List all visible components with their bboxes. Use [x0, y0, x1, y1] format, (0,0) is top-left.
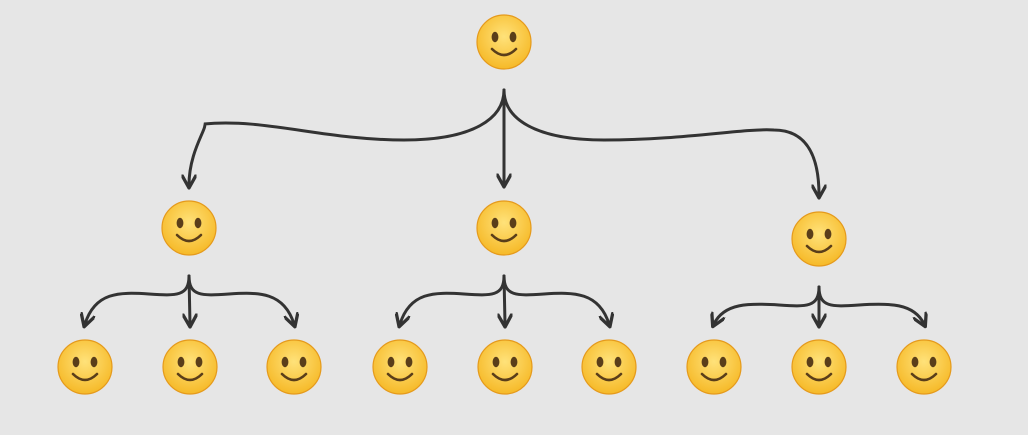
grandchild-node-smiling-face-icon	[162, 339, 218, 395]
grandchild-node-smiling-face-icon	[686, 339, 742, 395]
connector-group	[85, 88, 924, 324]
connector-arrow	[502, 274, 609, 324]
node-group	[57, 14, 952, 395]
connector-arrow	[85, 274, 191, 324]
grandchild-node-smiling-face-icon	[477, 339, 533, 395]
child-node-smiling-face-icon	[161, 200, 217, 256]
connector-arrow	[817, 285, 924, 324]
grandchild-node-smiling-face-icon	[266, 339, 322, 395]
grandchild-node-smiling-face-icon	[791, 339, 847, 395]
connector-arrow	[400, 274, 506, 324]
root-node-smiling-face-icon	[476, 14, 532, 70]
child-node-smiling-face-icon	[791, 211, 847, 267]
grandchild-node-smiling-face-icon	[896, 339, 952, 395]
connector-arrow	[189, 88, 506, 185]
grandchild-node-smiling-face-icon	[581, 339, 637, 395]
grandchild-node-smiling-face-icon	[372, 339, 428, 395]
child-node-smiling-face-icon	[476, 200, 532, 256]
connector-arrow	[502, 88, 819, 195]
grandchild-node-smiling-face-icon	[57, 339, 113, 395]
connector-arrow	[187, 274, 294, 324]
connector-arrow	[714, 285, 821, 324]
